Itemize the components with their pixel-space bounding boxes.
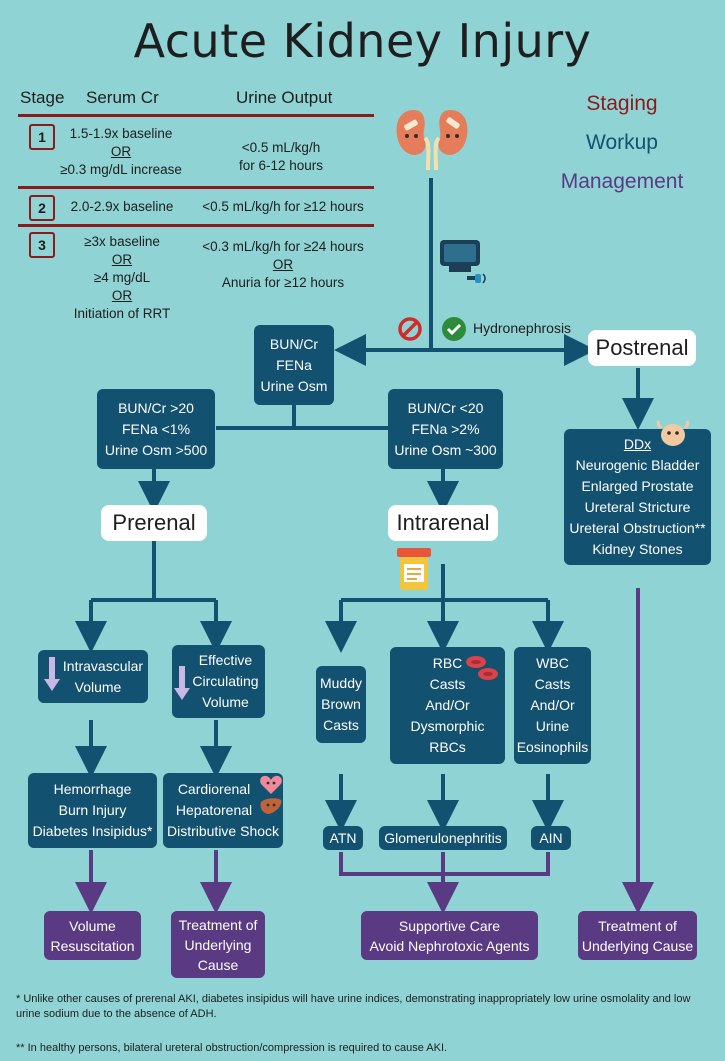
legend-management: Management <box>560 170 684 193</box>
check-icon <box>442 317 466 341</box>
serum-cr-header: Serum Cr <box>86 88 159 107</box>
kidney-icon <box>396 110 468 171</box>
postrenal-label: Postrenal <box>588 330 696 366</box>
table-rule <box>18 224 374 227</box>
table-rule <box>18 114 374 117</box>
liver-icon <box>260 798 282 814</box>
hydronephrosis-label: Hydronephrosis <box>473 320 572 336</box>
ultrasound-icon <box>440 240 486 284</box>
page-title: Acute Kidney Injury <box>133 14 592 68</box>
urine-cup-icon <box>397 548 431 590</box>
ain-box: AIN <box>531 826 571 850</box>
intrarenal-label: Intrarenal <box>388 505 498 541</box>
footnote-di: * Unlike other causes of prerenal AKI, d… <box>16 993 691 1020</box>
bladder-icon <box>656 420 690 446</box>
footnote-obstruction: ** In healthy persons, bilateral uretera… <box>16 1042 448 1054</box>
stage-2-number: 2 <box>29 195 55 221</box>
stage-2-urine: <0.5 mL/kg/h for ≥12 hours <box>202 199 364 214</box>
prerenal-label: Prerenal <box>101 505 207 541</box>
red-blood-cells-icon <box>466 656 498 680</box>
stage-2-serum: 2.0-2.9x baseline <box>70 199 174 214</box>
glomerulonephritis-box: Glomerulonephritis <box>379 826 507 850</box>
down-arrow-icon <box>44 657 60 691</box>
no-symbol-icon <box>398 317 422 341</box>
stage-header: Stage <box>20 88 65 107</box>
stage-3-number: 3 <box>29 232 55 258</box>
heart-icon <box>260 775 282 794</box>
table-rule <box>18 186 374 189</box>
stage-1-number: 1 <box>29 124 55 150</box>
legend-staging: Staging <box>586 92 658 115</box>
down-arrow-icon <box>174 666 190 700</box>
atn-box: ATN <box>323 826 363 850</box>
legend-workup: Workup <box>586 131 658 154</box>
urine-output-header: Urine Output <box>236 88 333 107</box>
